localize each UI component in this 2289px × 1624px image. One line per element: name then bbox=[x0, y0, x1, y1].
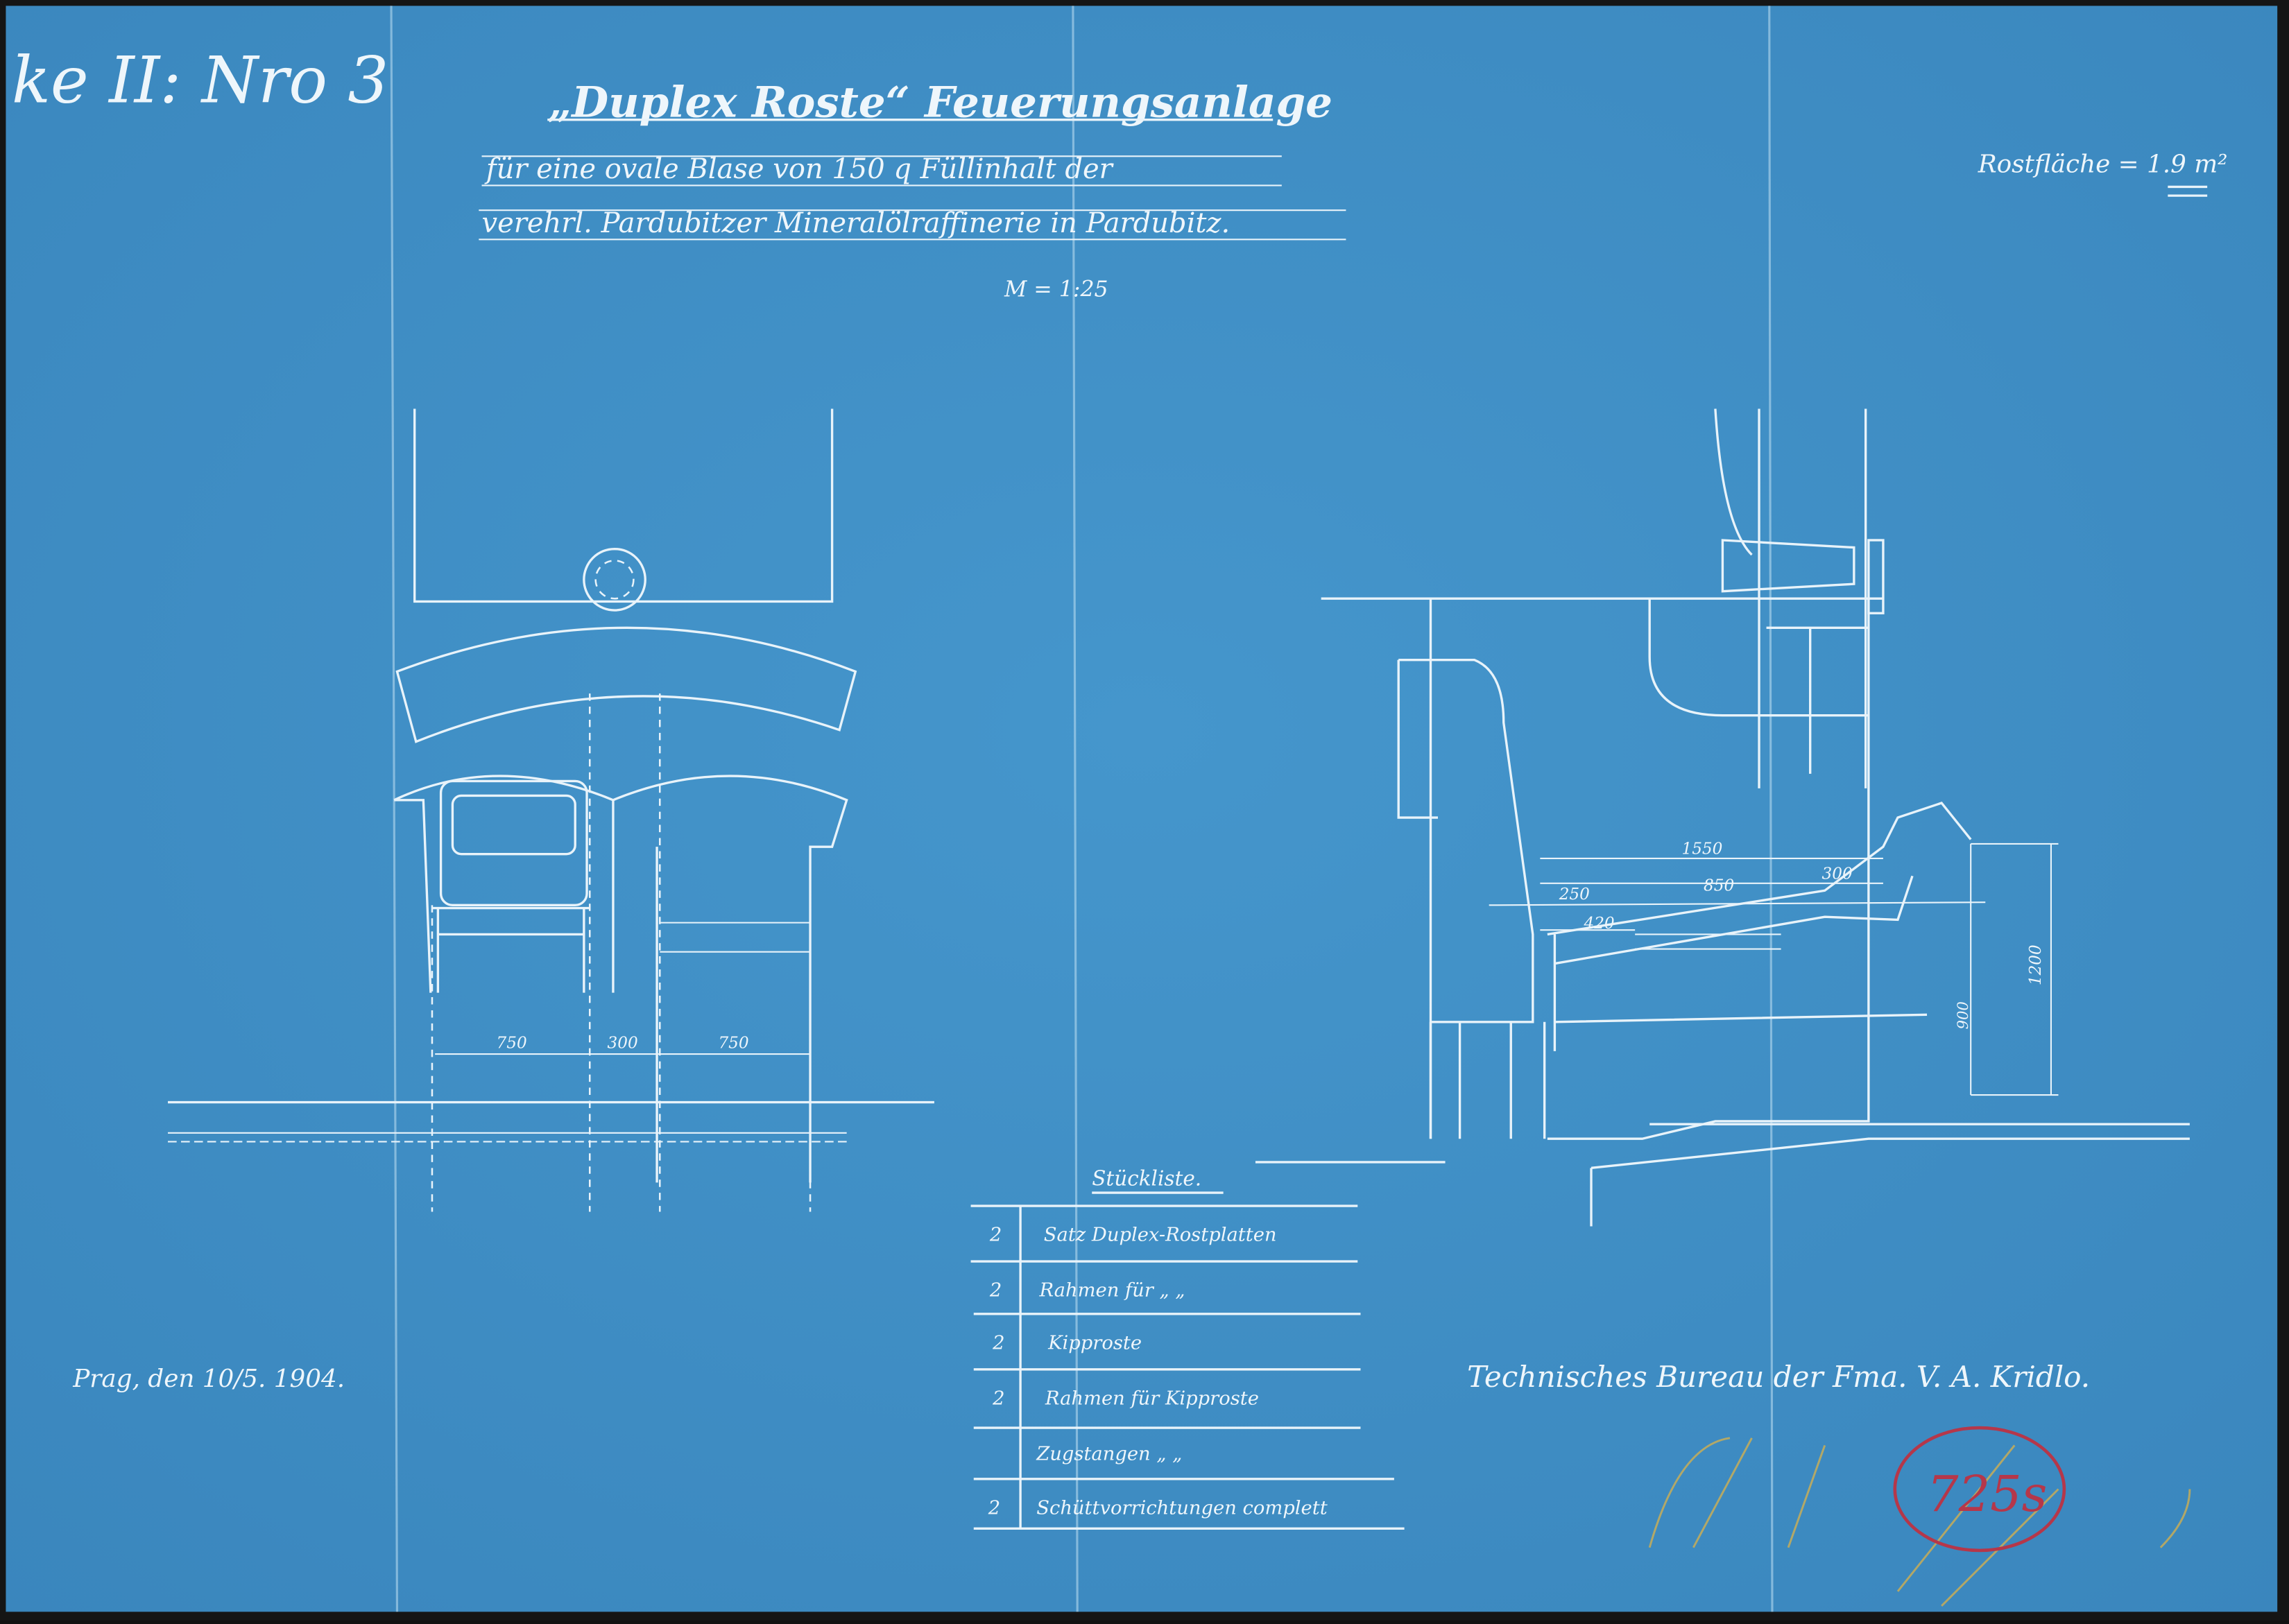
dim-420: 420 bbox=[1583, 915, 1614, 933]
dim-300: 300 bbox=[1822, 865, 1853, 883]
section-view: 1550 850 300 250 420 900 1200 bbox=[1255, 408, 2190, 1227]
dim-900: 900 bbox=[1954, 1001, 1971, 1029]
dim-front-middle: 300 bbox=[608, 1035, 638, 1053]
parts-item-4: Rahmen für Kipproste bbox=[1045, 1388, 1259, 1409]
parts-qty-1: 2 bbox=[989, 1225, 1002, 1246]
parts-item-2: Rahmen für „ „ bbox=[1038, 1280, 1185, 1302]
scale-label: M = 1:25 bbox=[1004, 277, 1108, 302]
grate-area-label: Rostfläche = 1.9 m² bbox=[1978, 150, 2228, 178]
place-date: Prag, den 10/5. 1904. bbox=[72, 1365, 345, 1393]
parts-item-6: Schüttvorrichtungen complett bbox=[1036, 1497, 1328, 1519]
office-signature: Technisches Bureau der Fma. V. A. Kridlo… bbox=[1467, 1360, 2090, 1394]
parts-qty-6: 2 bbox=[988, 1497, 1000, 1519]
parts-item-1: Satz Duplex-Rostplatten bbox=[1044, 1225, 1277, 1246]
pencil-signature bbox=[1648, 1437, 2191, 1607]
parts-item-5: Zugstangen „ „ bbox=[1036, 1443, 1182, 1465]
dim-250: 250 bbox=[1559, 886, 1590, 904]
dim-front-right: 750 bbox=[718, 1035, 748, 1053]
sheet-reference: ke II: Nro 3 bbox=[12, 42, 388, 117]
paper bbox=[6, 6, 2278, 1612]
fold-lines bbox=[390, 6, 1774, 1612]
subtitle-line-2: verehrl. Pardubitzer Mineralölraffinerie… bbox=[482, 207, 1231, 239]
dim-1550: 1550 bbox=[1681, 840, 1722, 858]
subtitle-line-1: für eine ovale Blase von 150 q Füllinhal… bbox=[484, 153, 1115, 185]
front-view: 750 300 750 bbox=[168, 408, 934, 1212]
parts-qty-4: 2 bbox=[992, 1388, 1004, 1409]
parts-list-title: Stückliste. bbox=[1092, 1167, 1201, 1191]
dim-850: 850 bbox=[1704, 876, 1734, 895]
dim-1200: 1200 bbox=[2027, 944, 2045, 985]
registry-stamp: 725s bbox=[1893, 1426, 2066, 1553]
parts-qty-2: 2 bbox=[989, 1280, 1002, 1302]
parts-qty-3: 2 bbox=[992, 1332, 1004, 1354]
dim-front-left: 750 bbox=[497, 1035, 527, 1053]
parts-list: Stückliste. 2 Satz Duplex-Rostplatten 2 … bbox=[970, 1167, 1405, 1530]
stamp-number: 725s bbox=[1927, 1465, 2047, 1523]
parts-item-3: Kipproste bbox=[1047, 1332, 1142, 1354]
